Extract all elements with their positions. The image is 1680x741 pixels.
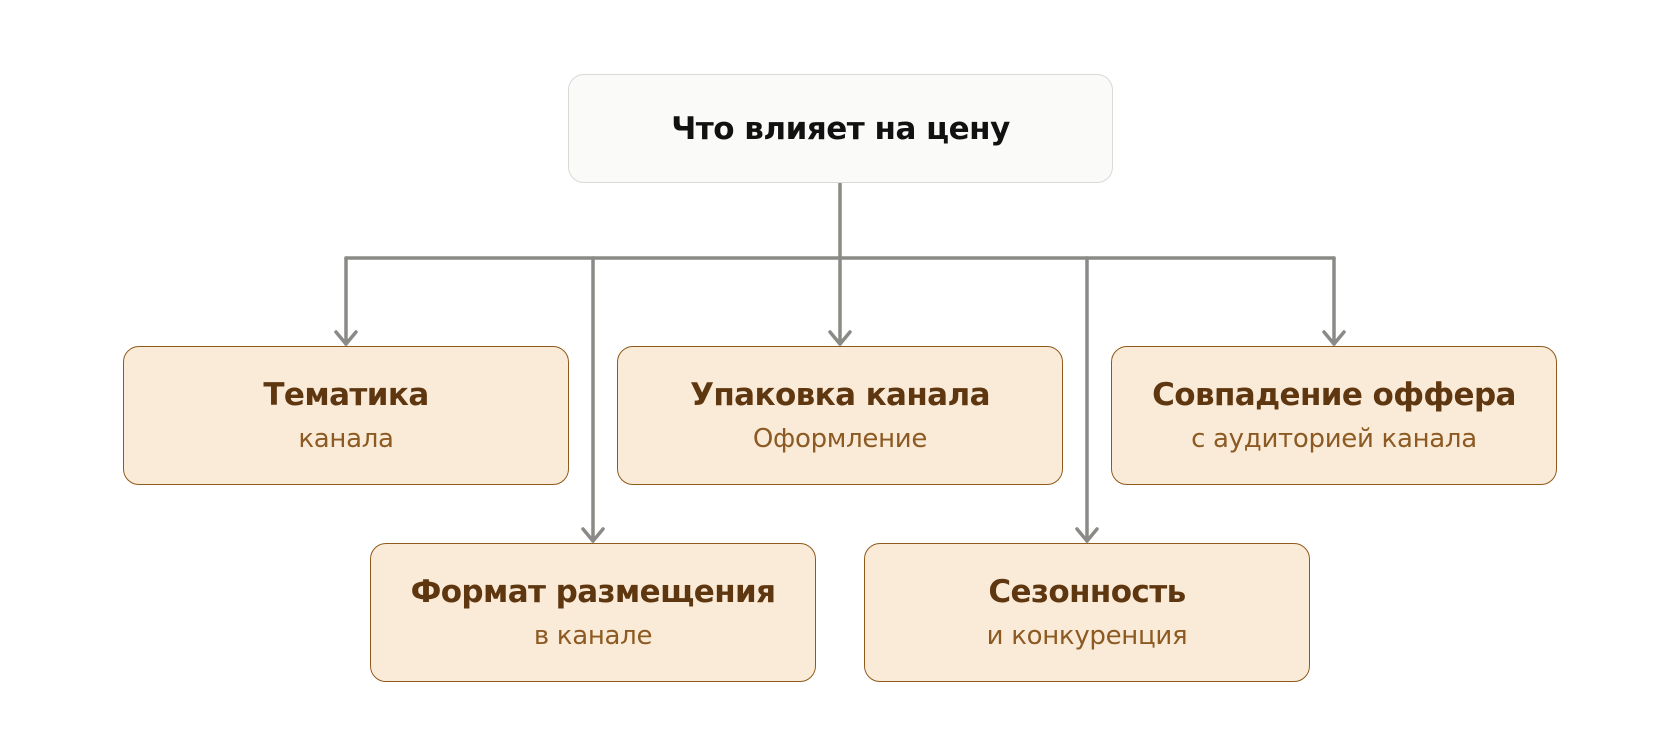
root-title: Что влияет на цену	[671, 110, 1010, 147]
factor-node-sovpadenie: Совпадение оффера с аудиторией канала	[1111, 346, 1557, 485]
factor-node-tematika: Тематика канала	[123, 346, 569, 485]
factor-title: Формат размещения	[410, 573, 776, 610]
factor-subtitle: канала	[298, 423, 394, 454]
arrowhead-sovpadenie	[1322, 330, 1346, 346]
arrowhead-upakovka	[828, 330, 852, 346]
factor-title: Совпадение оффера	[1152, 376, 1516, 413]
factor-title: Тематика	[263, 376, 429, 413]
arrowhead-tematika	[334, 330, 358, 346]
factor-subtitle: в канале	[533, 620, 653, 651]
root-node: Что влияет на цену	[568, 74, 1113, 183]
factor-subtitle: с аудиторией канала	[1191, 423, 1477, 454]
factor-title: Упаковка канала	[690, 376, 990, 413]
factor-title: Сезонность	[988, 573, 1186, 610]
factor-node-sezonnost: Сезонность и конкуренция	[864, 543, 1310, 682]
factor-subtitle: и конкуренция	[986, 620, 1188, 651]
factor-subtitle: Оформление	[752, 423, 928, 454]
arrowhead-format	[581, 527, 605, 543]
arrowhead-sezonnost	[1075, 527, 1099, 543]
factor-node-format: Формат размещения в канале	[370, 543, 816, 682]
factor-node-upakovka: Упаковка канала Оформление	[617, 346, 1063, 485]
